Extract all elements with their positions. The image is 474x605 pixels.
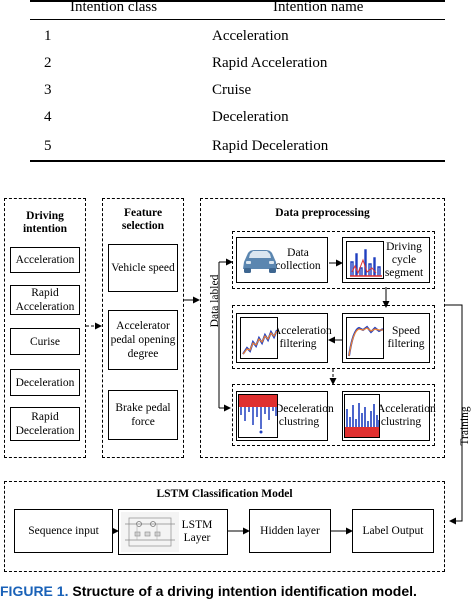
intention-acceleration: Acceleration: [10, 247, 80, 273]
segment-plot-thumbnail: [346, 241, 384, 279]
driving-intention-group: [4, 198, 86, 458]
intention-deceleration: Deceleration: [10, 369, 80, 396]
intention-rapid-acceleration: Rapid Acceleration: [10, 285, 80, 315]
lstm-model-group: [4, 481, 445, 572]
hidden-layer-box: Hidden layer: [249, 509, 331, 553]
driving-cycle-segment-label: Driving cycle segment: [384, 240, 424, 279]
feature-brake-pedal: Brake pedal force: [108, 390, 178, 440]
acceleration-cluster-icon: [345, 403, 379, 437]
preprocessing-row-clustering: [232, 384, 435, 446]
sequence-input-box: Sequence input: [14, 509, 113, 553]
lstm-cell-diagram-icon: [121, 512, 179, 552]
table-header-rule: [30, 19, 445, 20]
feature-selection-title: Feature selection: [121, 207, 165, 232]
table-cell-name: Rapid Deceleration: [212, 138, 329, 154]
lstm-model-title: LSTM Classification Model: [156, 488, 293, 500]
table-cell-class: 5: [44, 138, 52, 154]
table-cell-class: 3: [44, 82, 52, 98]
table-header-class: Intention class: [70, 0, 158, 15]
feature-vehicle-speed: Vehicle speed: [108, 244, 178, 292]
lstm-layer-label: LSTM Layer: [181, 519, 213, 544]
table-cell-class: 4: [44, 109, 52, 125]
preprocessing-row-filtering: [232, 305, 435, 369]
data-preprocessing-title: Data preprocessing: [275, 207, 370, 219]
car-icon: [243, 250, 277, 273]
speed-filtering-label: Speed filtering: [387, 325, 425, 350]
training-label: Training: [459, 406, 471, 446]
data-collection-box: Data collection: [236, 237, 328, 283]
table-bottom-rule: [30, 160, 445, 162]
data-collection-label: Data collection: [275, 247, 321, 272]
figure-caption: FIGURE 1. Structure of a driving intenti…: [0, 583, 417, 599]
table-cell-name: Acceleration: [212, 28, 289, 44]
table-cell-class: 2: [44, 55, 52, 71]
table-header-name: Intention name: [273, 0, 364, 15]
acceleration-filtering-thumbnail: [240, 317, 278, 359]
data-preprocessing-group: [200, 198, 445, 458]
arrow-training: [445, 304, 463, 525]
figure-label: FIGURE 1.: [0, 583, 69, 599]
table-cell-name: Deceleration: [212, 109, 289, 125]
feature-selection-group: [102, 198, 184, 458]
feature-accelerator-pedal: Accelerator pedal opening degree: [108, 310, 178, 370]
table-top-rule: [30, 0, 445, 2]
preprocessing-row-collection: [232, 231, 435, 289]
intention-curise: Curise: [10, 328, 80, 355]
deceleration-cluster-thumbnail: [238, 394, 278, 438]
label-output-box: Label Output: [352, 509, 434, 553]
table-cell-class: 1: [44, 28, 52, 44]
acceleration-plot-icon: [242, 329, 277, 355]
driving-intention-title: Driving intention: [22, 210, 68, 235]
deceleration-cluster-icon: [239, 395, 277, 434]
table-cell-name: Rapid Acceleration: [212, 55, 328, 71]
speed-filtering-thumbnail: [346, 317, 384, 359]
table-cell-name: Cruise: [212, 82, 252, 98]
deceleration-clustring-label: Deceleration clustring: [275, 403, 334, 428]
intention-rapid-deceleration: Rapid Deceleration: [10, 407, 80, 441]
segment-plot-icon: [350, 249, 382, 277]
acceleration-clustring-label: Acceleration clustring: [377, 403, 436, 428]
speed-plot-icon: [348, 325, 383, 357]
acceleration-cluster-thumbnail: [344, 394, 380, 438]
acceleration-filtering-label: Acceleration filtering: [273, 325, 332, 350]
figure-caption-text: Structure of a driving intention identif…: [72, 583, 417, 599]
